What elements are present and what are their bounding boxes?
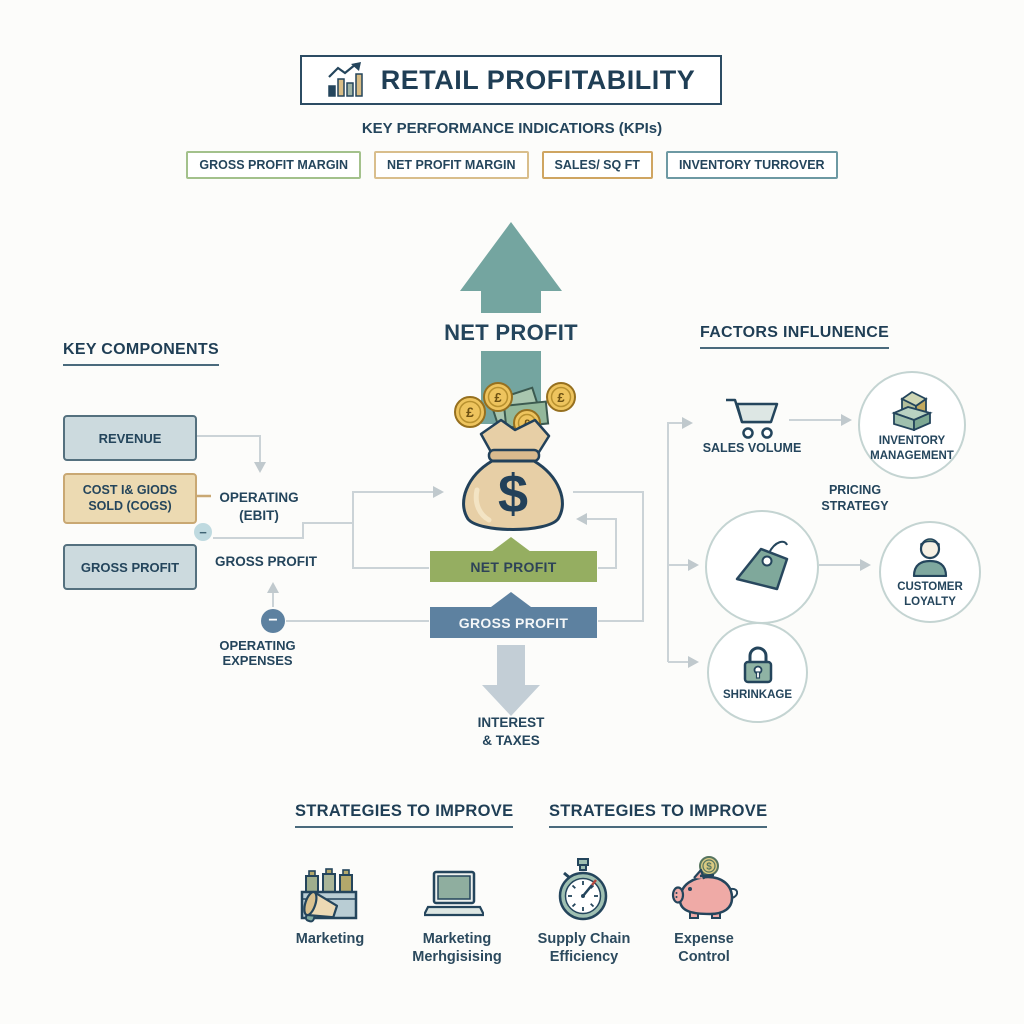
piggy-bank-icon: $ bbox=[671, 856, 738, 919]
stopwatch-icon bbox=[558, 858, 608, 921]
gold-coin-icon: £ bbox=[483, 382, 513, 412]
bar-chart-growth-icon bbox=[327, 62, 363, 97]
gold-coin-icon: £ bbox=[546, 382, 576, 412]
operating-ebit-label: OPERATING (EBIT) bbox=[219, 490, 299, 523]
price-tag-icon bbox=[735, 540, 789, 591]
kpi-gross-profit-margin: GROSS PROFIT MARGIN bbox=[186, 151, 362, 179]
strategies-left-heading: STRATEGIES TO IMPROVE bbox=[295, 802, 514, 828]
page-title: RETAIL PROFITABILITY bbox=[380, 64, 696, 95]
gold-coin-icon: £ bbox=[454, 396, 486, 428]
shrinkage-node: SHRINKAGE bbox=[707, 622, 808, 723]
svg-text:£: £ bbox=[494, 390, 502, 405]
sales-volume-label: SALES VOLUME bbox=[702, 441, 802, 455]
supply-chain-label: Supply Chain Efficiency bbox=[537, 931, 631, 966]
gross-profit-flow-label: GROSS PROFIT bbox=[214, 554, 317, 569]
padlock-icon bbox=[743, 646, 772, 683]
customer-loyalty-label: CUSTOMER LOYALTY bbox=[897, 580, 963, 608]
cogs-box: COST I& GIODS SOLD (COGS) bbox=[63, 473, 197, 524]
svg-text:£: £ bbox=[466, 404, 474, 420]
pricing-strategy-node bbox=[705, 510, 819, 624]
factors-heading: FACTORS INFLUNENCE bbox=[700, 324, 890, 349]
pricing-strategy-label: PRICING STRATEGY bbox=[821, 483, 889, 514]
minus-icon: − bbox=[194, 523, 212, 541]
strategies-right-heading: STRATEGIES TO IMPROVE bbox=[549, 802, 768, 828]
kpi-heading: KEY PERFORMANCE INDICATIORS (KPIs) bbox=[361, 120, 663, 137]
inventory-management-node: INVENTORY MANAGEMENT bbox=[858, 371, 966, 479]
gross-profit-box: GROSS PROFIT bbox=[63, 544, 197, 590]
kpi-row: GROSS PROFIT MARGIN NET PROFIT MARGIN SA… bbox=[0, 151, 1024, 179]
person-icon bbox=[912, 537, 948, 577]
kpi-sales-per-sqft: SALES/ SQ FT bbox=[541, 151, 653, 179]
expense-control-label: Expense Control bbox=[674, 931, 734, 966]
kpi-net-profit-margin: NET PROFIT MARGIN bbox=[374, 151, 529, 179]
title-banner: RETAIL PROFITABILITY bbox=[300, 55, 722, 105]
inventory-management-label: INVENTORY MANAGEMENT bbox=[870, 434, 954, 462]
shopping-cart-icon bbox=[726, 398, 779, 439]
revenue-box: REVENUE bbox=[63, 415, 197, 461]
money-bag-icon: £ £ £ £ $ bbox=[454, 382, 576, 531]
kpi-inventory-turnover: INVENTORY TURROVER bbox=[665, 151, 838, 179]
operating-expenses-label: OPERATING EXPENSES bbox=[219, 638, 296, 668]
interest-taxes-label: INTEREST & TAXES bbox=[477, 715, 545, 749]
svg-text:$: $ bbox=[706, 862, 712, 873]
net-profit-up-arrow bbox=[460, 222, 562, 313]
svg-text:£: £ bbox=[557, 390, 565, 405]
interest-taxes-down-arrow bbox=[497, 645, 525, 687]
gross-profit-banner: GROSS PROFIT bbox=[430, 607, 597, 638]
net-profit-arrow-label: NET PROFIT bbox=[444, 320, 578, 345]
shrinkage-label: SHRINKAGE bbox=[722, 688, 792, 701]
inventory-boxes-icon bbox=[891, 390, 933, 431]
net-profit-banner: NET PROFIT bbox=[430, 551, 597, 582]
marketing-display-megaphone-icon bbox=[300, 868, 358, 923]
minus-icon: − bbox=[261, 609, 285, 633]
dollar-symbol: $ bbox=[498, 464, 528, 524]
merchandising-label: Marketing Merhgisising bbox=[412, 931, 502, 966]
customer-loyalty-node: CUSTOMER LOYALTY bbox=[879, 521, 981, 623]
laptop-icon bbox=[424, 870, 484, 917]
key-components-heading: KEY COMPONENTS bbox=[63, 341, 219, 366]
marketing-label: Marketing bbox=[295, 931, 365, 947]
